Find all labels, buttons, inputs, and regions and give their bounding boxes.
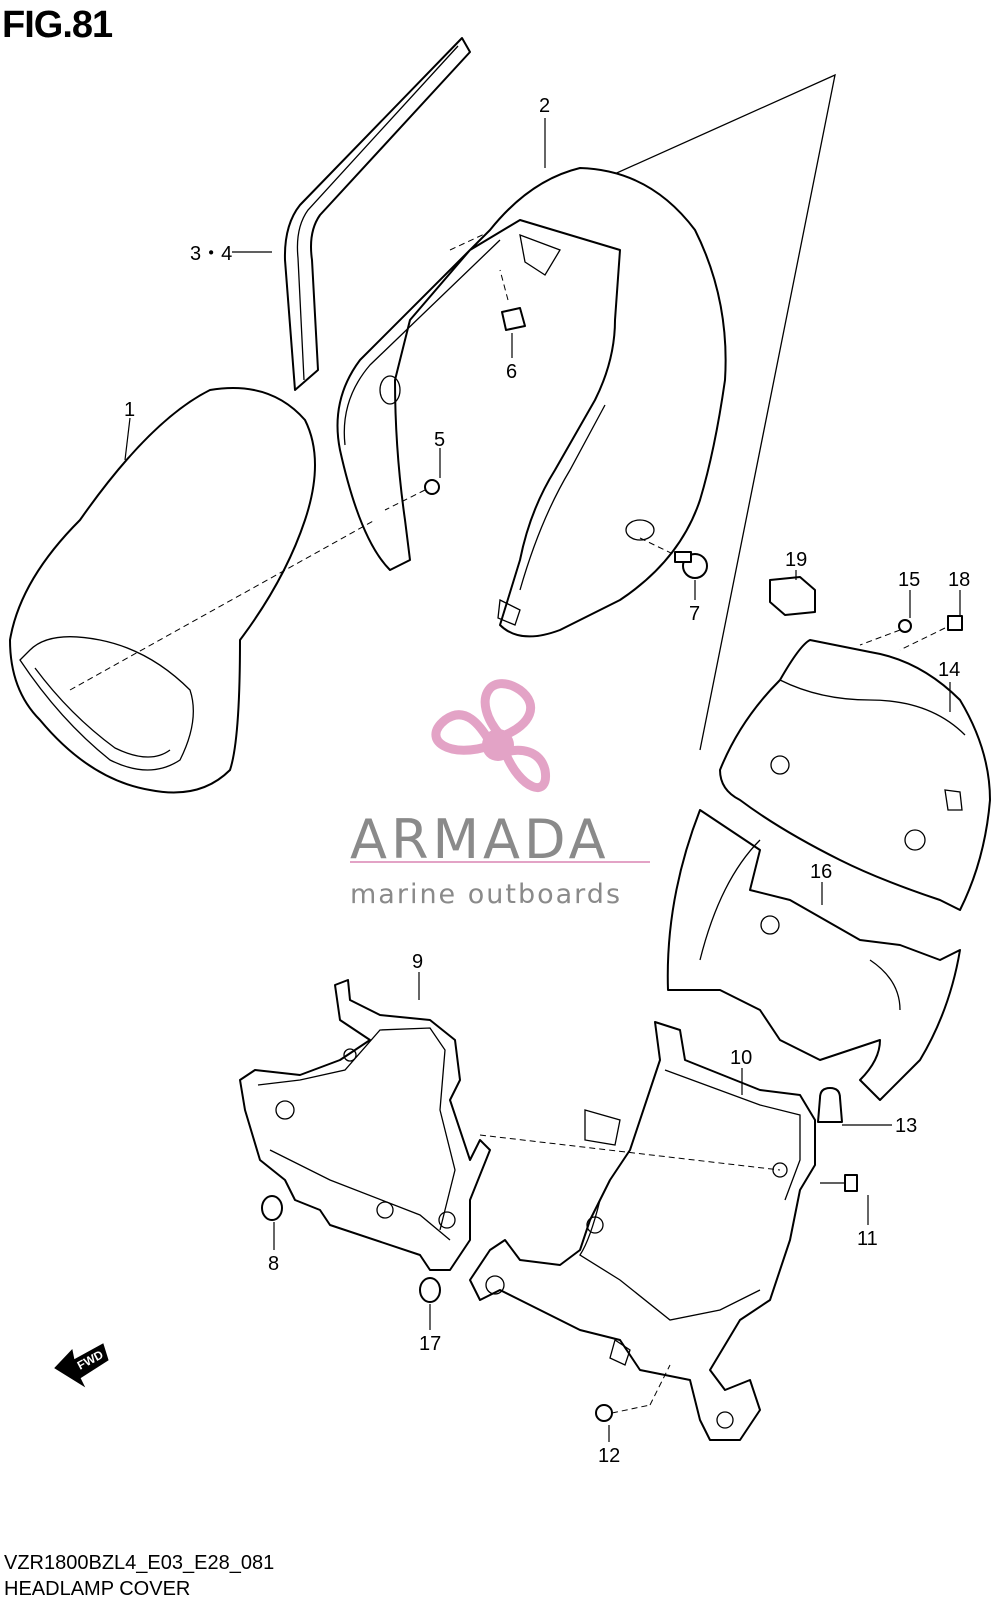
callout-7: 7 xyxy=(689,603,700,625)
part-1-alignment-dashed xyxy=(69,519,376,691)
assembly-guide-dashed xyxy=(449,184,591,251)
part-19-cushion xyxy=(769,576,816,616)
part-16-lower-cover xyxy=(666,809,961,1101)
part-7-bolt xyxy=(639,537,708,579)
callout-15: 15 xyxy=(898,569,920,591)
callout-6: 6 xyxy=(506,361,517,383)
part-17-nut xyxy=(419,1277,441,1303)
callout-3-4: 3・4 xyxy=(190,243,232,265)
callout-12: 12 xyxy=(598,1445,620,1467)
part-9-bracket xyxy=(239,979,491,1271)
part-14-inner-cover xyxy=(719,639,991,911)
watermark-brand: ARMADA xyxy=(350,808,610,871)
part-3-4-trim-strip xyxy=(283,37,471,391)
part-1-headlamp-bezel xyxy=(9,387,316,794)
model-code: VZR1800BZL4_E03_E28_081 xyxy=(4,1552,275,1574)
callout-8: 8 xyxy=(268,1253,279,1275)
fwd-direction-badge: FWD xyxy=(54,1343,109,1388)
figure-title: FIG.81 xyxy=(2,4,113,46)
callout-17: 17 xyxy=(419,1333,441,1355)
part-12-bolt xyxy=(595,1364,671,1422)
callout-19: 19 xyxy=(785,549,807,571)
callout-18: 18 xyxy=(948,569,970,591)
part-11-bolt xyxy=(820,1174,858,1192)
part-5-screw xyxy=(384,479,440,511)
bracket-alignment-dashed xyxy=(479,1134,781,1171)
part-2-headlamp-housing xyxy=(336,167,727,638)
part-15-screw xyxy=(859,619,912,646)
part-13-grommet xyxy=(817,1087,843,1123)
part-6-nut-clip xyxy=(499,269,526,331)
callout-5: 5 xyxy=(434,429,445,451)
part-10-bracket xyxy=(469,1021,816,1441)
watermark-tagline: marine outboards xyxy=(350,879,622,910)
part-8-nut xyxy=(261,1195,283,1221)
callout-16: 16 xyxy=(810,861,832,883)
callout-2: 2 xyxy=(539,95,550,117)
callout-13: 13 xyxy=(895,1115,917,1137)
callout-1: 1 xyxy=(124,399,135,421)
leader-1 xyxy=(124,417,131,461)
callout-14: 14 xyxy=(938,659,960,681)
watermark-propeller-logo xyxy=(431,679,551,792)
callout-9: 9 xyxy=(412,951,423,973)
callout-11: 11 xyxy=(857,1228,878,1250)
callout-10: 10 xyxy=(730,1047,752,1069)
part-18-clip xyxy=(899,615,963,651)
assembly-guide-line xyxy=(589,73,836,751)
section-name: HEADLAMP COVER xyxy=(4,1578,191,1600)
